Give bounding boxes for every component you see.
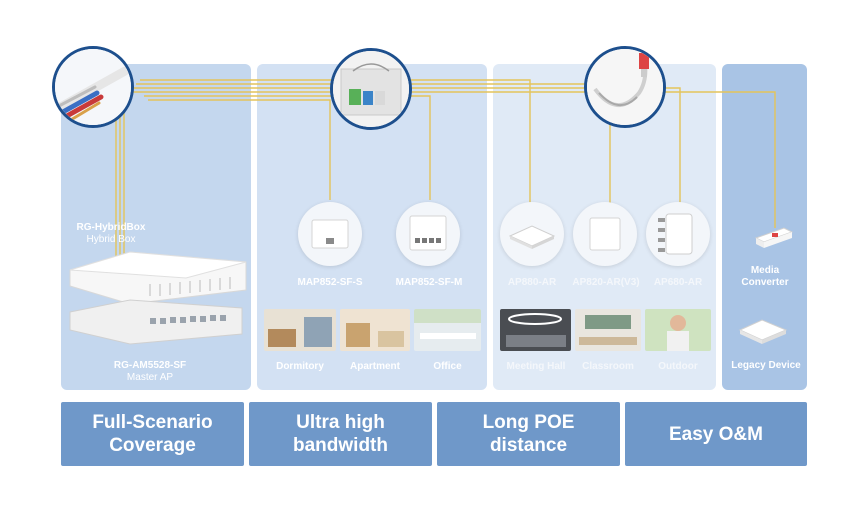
ap820-device bbox=[573, 202, 637, 266]
outdoor-ap-icon bbox=[658, 213, 693, 255]
wall-plate-multi-port-icon bbox=[409, 215, 447, 251]
hybridbox-model: RG-HybridBox bbox=[76, 222, 146, 233]
scene-dormitory: Dormitory bbox=[276, 361, 324, 372]
poe-cable-icon bbox=[587, 49, 663, 125]
outdoor-photo bbox=[645, 309, 711, 351]
classroom-photo bbox=[575, 309, 641, 351]
ap880-device bbox=[500, 202, 564, 266]
scene-apartment: Apartment bbox=[349, 361, 400, 372]
banner-full-scenario-text: Full-Scenario Coverage bbox=[92, 412, 213, 456]
map852-m-label: MAP852-SF-M bbox=[395, 277, 463, 288]
office-photo bbox=[414, 309, 481, 351]
banner-easy-om-text: Easy O&M bbox=[669, 423, 763, 445]
banner-ultra-bandwidth: Ultra high bandwidth bbox=[249, 402, 432, 466]
banner-long-poe-text: Long POE distance bbox=[482, 412, 575, 456]
scene-outdoor: Outdoor bbox=[658, 361, 698, 372]
media-converter-label: Media Converter bbox=[741, 265, 789, 288]
scene-classroom: Classroom bbox=[582, 361, 634, 372]
ap680-device bbox=[646, 202, 710, 266]
hybridbox-name: Hybrid Box bbox=[86, 234, 136, 245]
banner-ultra-bandwidth-text: Ultra high bandwidth bbox=[293, 412, 388, 456]
master-name: Master AP bbox=[126, 372, 174, 383]
meeting-hall-photo bbox=[500, 309, 571, 351]
map852-s-label: MAP852-SF-S bbox=[297, 277, 363, 288]
banner-long-poe: Long POE distance bbox=[437, 402, 620, 466]
cable-bundle-icon bbox=[55, 49, 131, 125]
master-model: RG-AM5528-SF bbox=[113, 360, 187, 371]
zoom-panel-interior bbox=[330, 48, 412, 130]
panel-interior-icon bbox=[333, 51, 409, 127]
ap880-label: AP880-AR bbox=[507, 277, 557, 288]
ceiling-ap-icon bbox=[508, 225, 556, 249]
dormitory-photo bbox=[264, 309, 336, 351]
apartment-photo bbox=[340, 309, 410, 351]
map852-m-device bbox=[396, 202, 460, 266]
scene-office: Office bbox=[433, 361, 462, 372]
banner-easy-om: Easy O&M bbox=[625, 402, 807, 466]
zoom-poe-cable bbox=[584, 46, 666, 128]
banner-full-scenario: Full-Scenario Coverage bbox=[61, 402, 244, 466]
legacy-device-label: Legacy Device bbox=[731, 360, 801, 371]
zoom-cable-bundle bbox=[52, 46, 134, 128]
scene-meeting-hall: Meeting Hall bbox=[506, 361, 566, 372]
square-ap-icon bbox=[589, 217, 621, 251]
map852-s-device bbox=[298, 202, 362, 266]
ap680-label: AP680-AR bbox=[653, 277, 703, 288]
ap820-label: AP820-AR(V3) bbox=[572, 277, 640, 288]
wall-plate-ap-icon bbox=[311, 219, 349, 249]
